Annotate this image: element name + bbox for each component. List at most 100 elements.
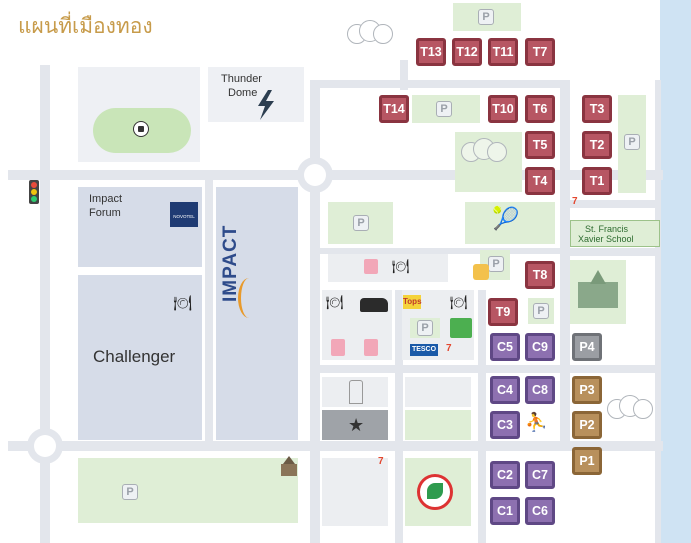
pizza-icon xyxy=(473,264,489,280)
novotel-logo xyxy=(170,202,198,227)
parking-p2[interactable]: P2 xyxy=(572,411,602,439)
temple-icon xyxy=(280,456,298,478)
condo-c3[interactable]: C3 xyxy=(490,411,520,439)
impact-forum-area xyxy=(78,187,202,267)
parking-p1[interactable]: P1 xyxy=(572,447,602,475)
parking-p4[interactable]: P4 xyxy=(572,333,602,361)
tower-t10[interactable]: T10 xyxy=(488,95,518,123)
road xyxy=(570,248,660,256)
lightning-icon xyxy=(258,90,274,120)
basketball-icon: ⛹ xyxy=(525,412,548,432)
road xyxy=(310,80,570,88)
parking-area xyxy=(78,458,298,523)
road xyxy=(8,441,663,451)
road xyxy=(400,60,408,90)
restaurant-icon: 🍽 xyxy=(450,294,468,310)
road xyxy=(395,290,403,543)
parking-sign: P xyxy=(417,320,433,336)
road xyxy=(570,200,660,208)
tower-t8[interactable]: T8 xyxy=(525,261,555,289)
condo-c5[interactable]: C5 xyxy=(490,333,520,361)
road xyxy=(40,65,50,543)
st-francis-label: St. Francis xyxy=(585,224,629,234)
condo-c6[interactable]: C6 xyxy=(525,497,555,525)
tower-t9[interactable]: T9 xyxy=(488,298,518,326)
road xyxy=(655,80,661,543)
parking-sign: P xyxy=(624,134,640,150)
road xyxy=(320,365,660,373)
van-icon xyxy=(360,298,388,312)
tower-t4[interactable]: T4 xyxy=(525,167,555,195)
condo-c8[interactable]: C8 xyxy=(525,376,555,404)
tower-t14[interactable]: T14 xyxy=(379,95,409,123)
shopping-bag-icon xyxy=(364,339,378,356)
road xyxy=(205,180,213,445)
trees-icon xyxy=(347,20,393,50)
tower-t12[interactable]: T12 xyxy=(452,38,482,66)
seven-eleven-icon: 7 xyxy=(446,343,452,354)
shopping-bag-icon xyxy=(331,339,345,356)
tower-t13[interactable]: T13 xyxy=(416,38,446,66)
water-strip xyxy=(660,0,691,543)
condo-c1[interactable]: C1 xyxy=(490,497,520,525)
condo-c2[interactable]: C2 xyxy=(490,461,520,489)
thunder-dome-area xyxy=(208,67,304,122)
block xyxy=(405,377,471,407)
tower-t11[interactable]: T11 xyxy=(488,38,518,66)
tower-t3[interactable]: T3 xyxy=(582,95,612,123)
block xyxy=(322,377,388,407)
kasikorn-bank-icon xyxy=(417,474,453,510)
thunder-dome-label: Thunder xyxy=(221,73,262,85)
thunder-dome-label: Dome xyxy=(228,87,258,99)
roundabout-center xyxy=(304,164,326,186)
school-icon xyxy=(578,270,618,308)
condo-c4[interactable]: C4 xyxy=(490,376,520,404)
restaurant-icon: 🍽 xyxy=(173,295,193,312)
star-block xyxy=(322,410,388,440)
restaurant-icon: 🍽 xyxy=(326,294,344,310)
condo-c7[interactable]: C7 xyxy=(525,461,555,489)
impact-forum-label: Impact xyxy=(89,193,123,205)
impact-logo-arc xyxy=(238,278,260,318)
tennis-area xyxy=(465,202,555,244)
map-title: แผนที่เมืองทอง xyxy=(18,14,153,38)
shopping-block xyxy=(328,254,448,282)
tower-t6[interactable]: T6 xyxy=(525,95,555,123)
seven-eleven-icon: 7 xyxy=(572,196,578,207)
parking-sign: P xyxy=(478,9,494,25)
condo-c9[interactable]: C9 xyxy=(525,333,555,361)
road xyxy=(478,290,486,543)
parking-sign: P xyxy=(353,215,369,231)
road xyxy=(310,80,320,543)
tennis-player-icon: 🎾 xyxy=(492,206,520,231)
st-francis-area xyxy=(570,220,660,247)
green-area xyxy=(405,410,471,440)
tower-t1[interactable]: T1 xyxy=(582,167,612,195)
parking-sign: P xyxy=(436,101,452,117)
challenger-area xyxy=(78,275,202,440)
tops-logo: Tops xyxy=(403,295,422,309)
impact-forum-label: Forum xyxy=(89,207,121,219)
market-icon xyxy=(450,318,472,338)
parking-sign: P xyxy=(533,303,549,319)
roundabout-center xyxy=(34,435,56,457)
tower-t2[interactable]: T2 xyxy=(582,131,612,159)
trees-icon xyxy=(461,138,507,168)
st-francis-label: Xavier School xyxy=(578,234,634,244)
tower-t5[interactable]: T5 xyxy=(525,131,555,159)
tesco-logo: TESCO xyxy=(410,344,438,356)
restaurant-icon: 🍽 xyxy=(392,258,410,274)
monument-icon xyxy=(349,380,363,404)
parking-sign: P xyxy=(122,484,138,500)
star-icon: ★ xyxy=(348,415,365,435)
parking-sign: P xyxy=(488,256,504,272)
parking-p3[interactable]: P3 xyxy=(572,376,602,404)
block xyxy=(322,458,388,526)
road xyxy=(8,170,663,180)
tower-t7[interactable]: T7 xyxy=(525,38,555,66)
trees-icon xyxy=(607,395,653,425)
road xyxy=(320,248,560,254)
challenger-label: Challenger xyxy=(93,347,176,366)
road xyxy=(560,80,570,445)
